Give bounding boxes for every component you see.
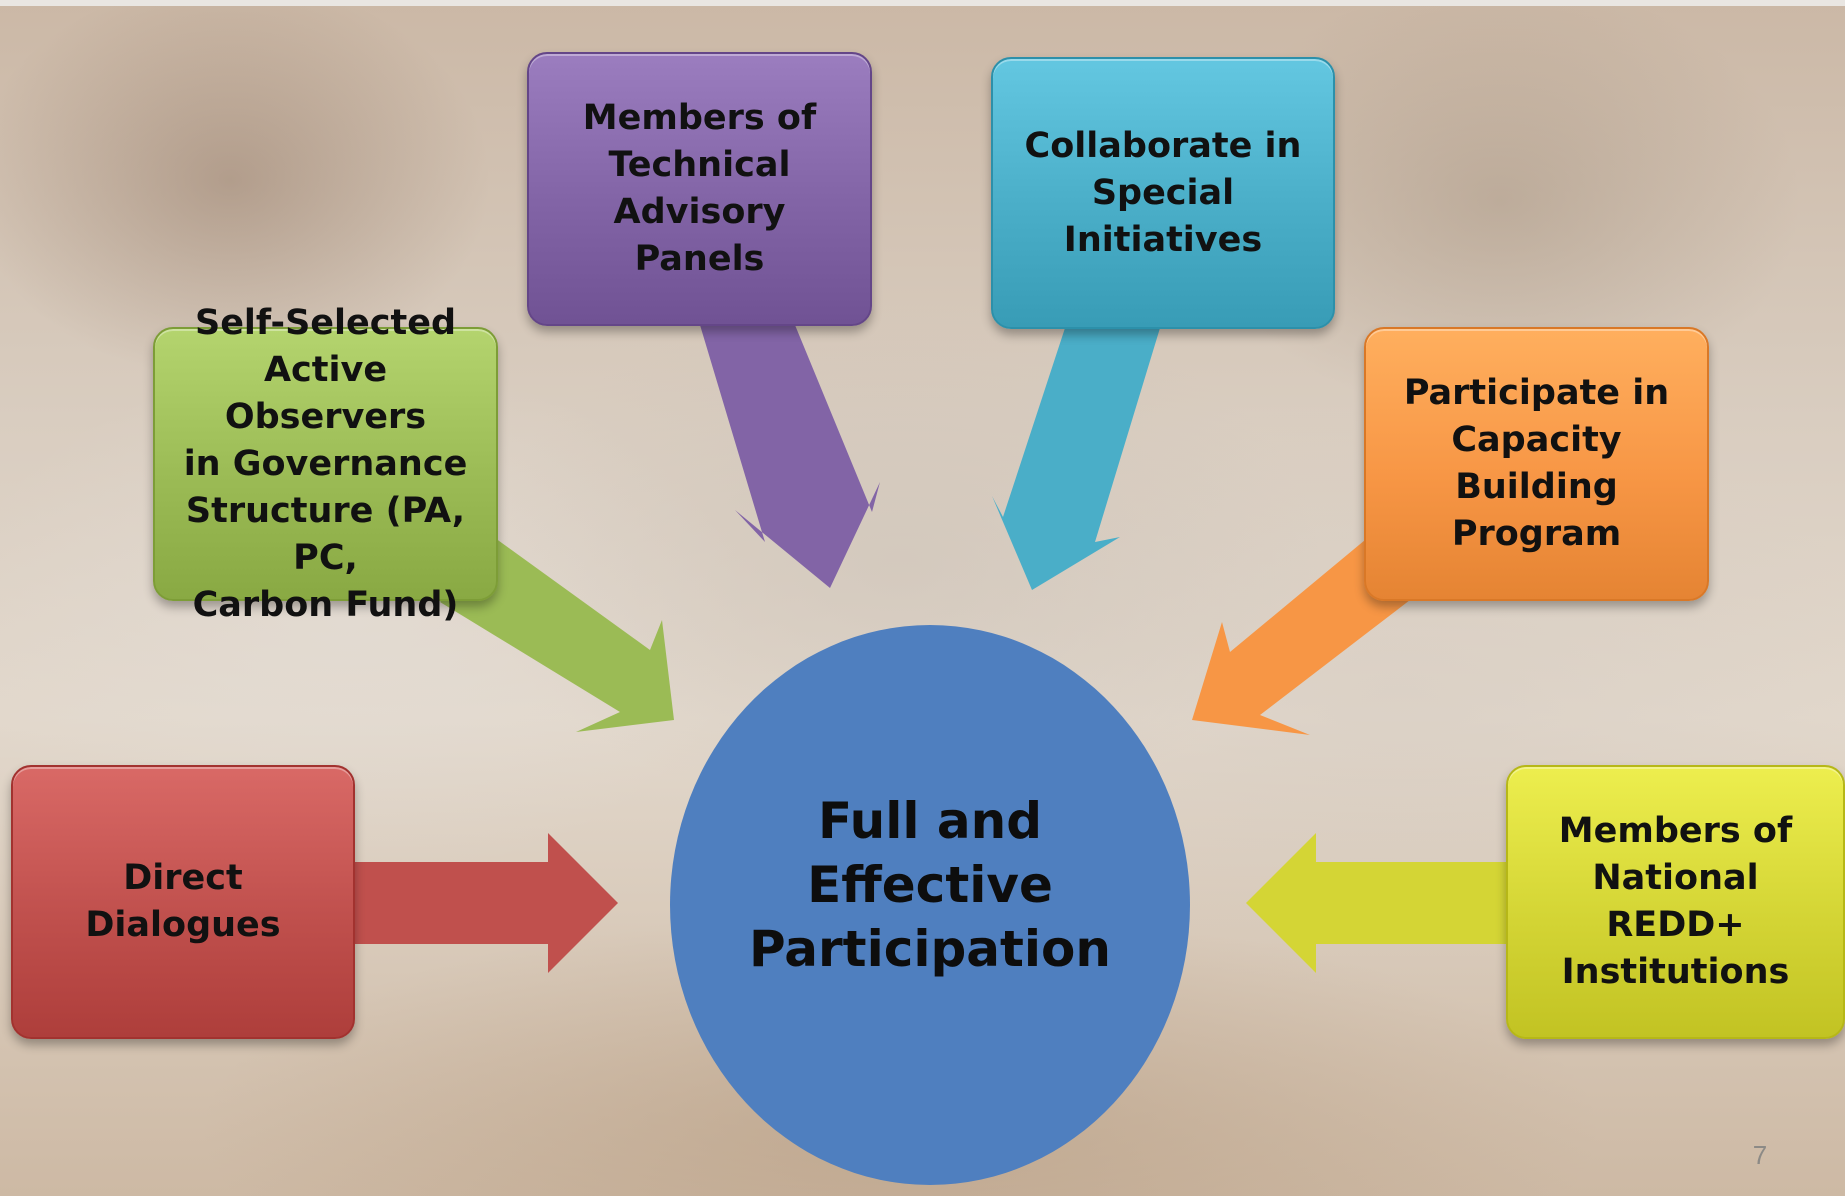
- box-label: Members of Technical Advisory Panels: [582, 98, 817, 279]
- arrow-orange: [1192, 540, 1410, 735]
- box-label: Members of National REDD+ Institutions: [1558, 811, 1793, 992]
- center-circle: Full and Effective Participation: [670, 625, 1190, 1185]
- box-national-redd-institutions: Members of National REDD+ Institutions: [1506, 765, 1845, 1039]
- box-special-initiatives: Collaborate in Special Initiatives: [991, 57, 1335, 329]
- top-border: [0, 0, 1845, 6]
- arrow-purple: [700, 325, 880, 588]
- box-active-observers: Self-Selected Active Observers in Govern…: [153, 303, 498, 625]
- box-label: Direct Dialogues: [85, 858, 281, 945]
- arrow-red: [355, 833, 618, 973]
- box-direct-dialogues: Direct Dialogues: [11, 765, 355, 1039]
- box-capacity-building: Participate in Capacity Building Program: [1364, 327, 1709, 601]
- page-number: 7: [1752, 1140, 1768, 1170]
- center-label: Full and Effective Participation: [748, 792, 1112, 978]
- box-technical-advisory-panels: Members of Technical Advisory Panels: [527, 52, 872, 326]
- box-label: Collaborate in Special Initiatives: [1024, 125, 1302, 260]
- arrow-cyan: [992, 328, 1160, 590]
- box-label: Self-Selected Active Observers in Govern…: [183, 302, 468, 625]
- arrow-green: [440, 538, 674, 732]
- arrow-yellow: [1246, 833, 1506, 973]
- box-label: Participate in Capacity Building Program: [1403, 373, 1670, 554]
